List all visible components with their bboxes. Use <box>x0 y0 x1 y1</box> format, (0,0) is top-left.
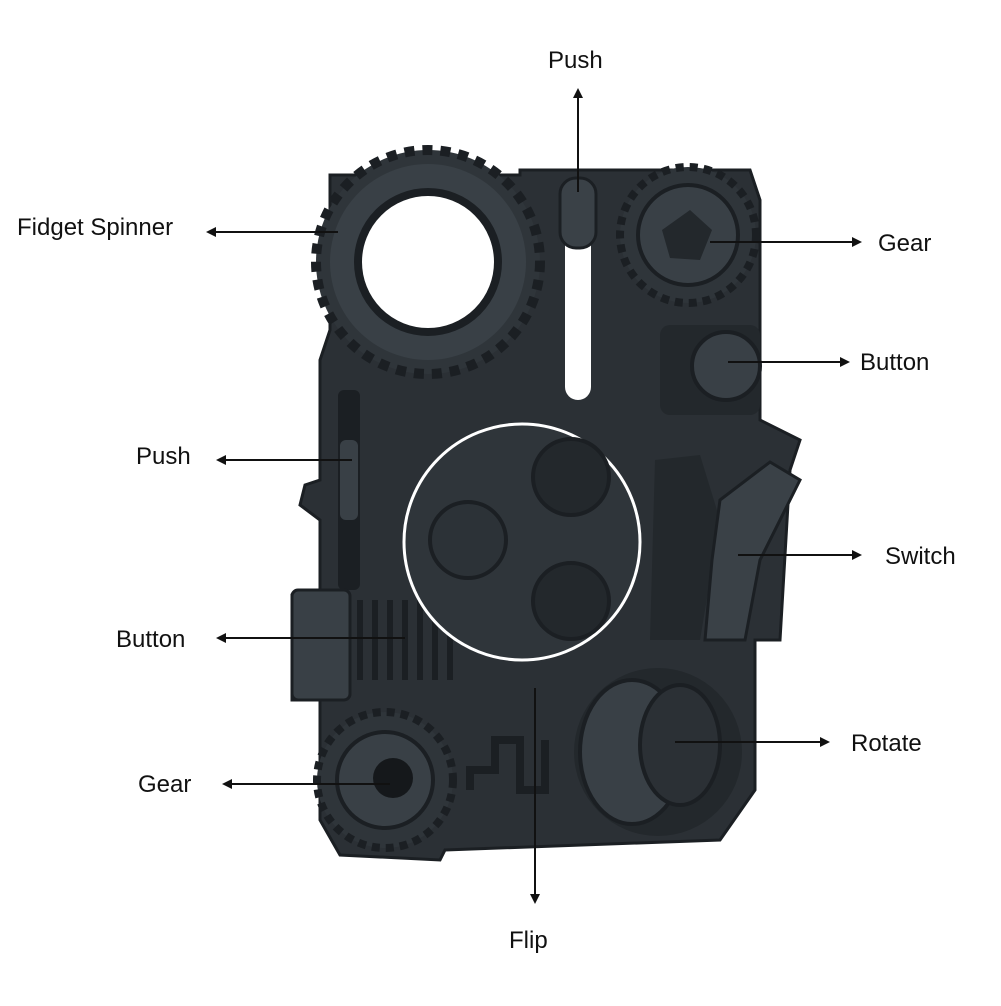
flip-disc-part <box>402 422 642 662</box>
label-flip: Flip <box>509 927 548 954</box>
gear-top-part <box>616 163 760 307</box>
bottom-channel <box>466 736 549 794</box>
button-left-part <box>290 588 453 702</box>
fidget-toy <box>290 145 802 862</box>
callout-arrows <box>206 88 862 904</box>
push-left-part <box>338 390 360 590</box>
label-gear-bottom: Gear <box>138 771 192 798</box>
label-push-top: Push <box>548 47 603 74</box>
switch-part <box>650 455 802 642</box>
push-slider-top <box>558 176 598 400</box>
label-rotate: Rotate <box>851 730 922 757</box>
label-push-left: Push <box>136 443 191 470</box>
gear-bottom-part <box>313 708 457 852</box>
label-button-right: Button <box>860 349 930 376</box>
button-right-part <box>660 325 762 415</box>
label-gear-top: Gear <box>878 230 932 257</box>
rotate-part <box>574 668 742 836</box>
fidget-spinner-part <box>311 145 545 379</box>
label-fidget-spinner: Fidget Spinner <box>17 214 174 241</box>
label-switch: Switch <box>885 543 956 570</box>
label-button-left: Button <box>116 626 186 653</box>
